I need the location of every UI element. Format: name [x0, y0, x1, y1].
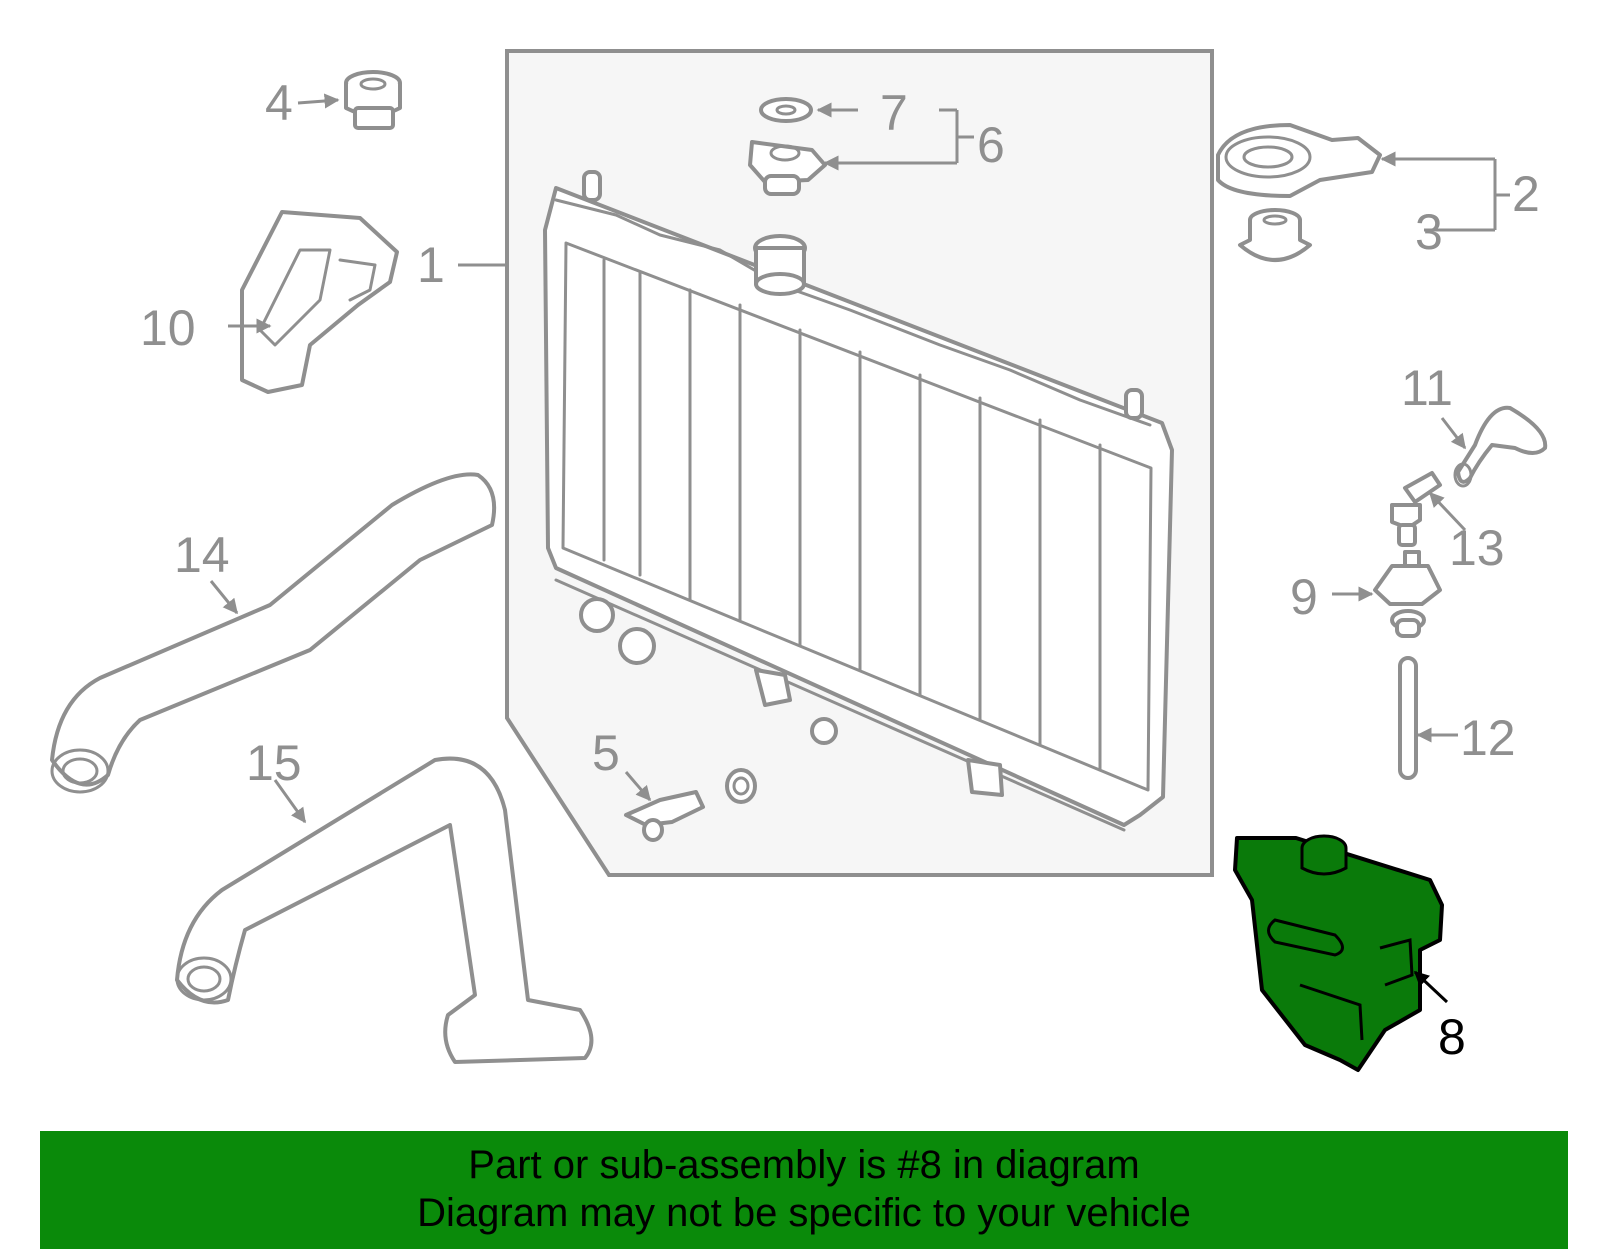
callout-8: 8 — [1438, 1009, 1466, 1065]
drain-seal — [725, 768, 757, 804]
part-5-drain-plug — [624, 790, 705, 842]
callout-6: 6 — [977, 117, 1005, 173]
part-7-washer — [759, 97, 813, 123]
part-4-grommet — [344, 70, 402, 130]
part-2-plate — [1216, 123, 1382, 198]
callout-12: 12 — [1460, 710, 1516, 766]
radiator-drawing — [543, 170, 1174, 832]
part-12-tube — [1398, 656, 1418, 780]
callout-5: 5 — [592, 725, 620, 781]
leader-lines — [209, 93, 1510, 1004]
part-9-cap — [1373, 550, 1442, 638]
part-8-reserve-tank — [1233, 834, 1444, 1072]
callout-15: 15 — [246, 735, 302, 791]
callout-14: 14 — [174, 527, 230, 583]
callout-4: 4 — [265, 75, 293, 131]
callout-3: 3 — [1415, 204, 1443, 260]
part-11-hose — [1453, 405, 1548, 488]
callout-9: 9 — [1290, 569, 1318, 625]
part-info-banner: Part or sub-assembly is #8 in diagram Di… — [40, 1131, 1568, 1249]
part-14-upper-hose — [50, 472, 497, 794]
banner-line-2: Diagram may not be specific to your vehi… — [417, 1191, 1191, 1235]
callout-11: 11 — [1401, 360, 1453, 416]
banner-line-1: Part or sub-assembly is #8 in diagram — [468, 1143, 1140, 1187]
callout-10: 10 — [140, 300, 196, 356]
callout-2: 2 — [1512, 166, 1540, 222]
part-13-fitting — [1390, 471, 1442, 547]
callout-13: 13 — [1449, 520, 1505, 576]
callout-1: 1 — [417, 237, 445, 293]
part-10-bracket — [240, 210, 399, 394]
part-6-cap — [748, 140, 827, 196]
callout-7: 7 — [880, 85, 908, 141]
part-15-lower-hose — [175, 756, 594, 1064]
part-3-cushion — [1238, 208, 1312, 262]
